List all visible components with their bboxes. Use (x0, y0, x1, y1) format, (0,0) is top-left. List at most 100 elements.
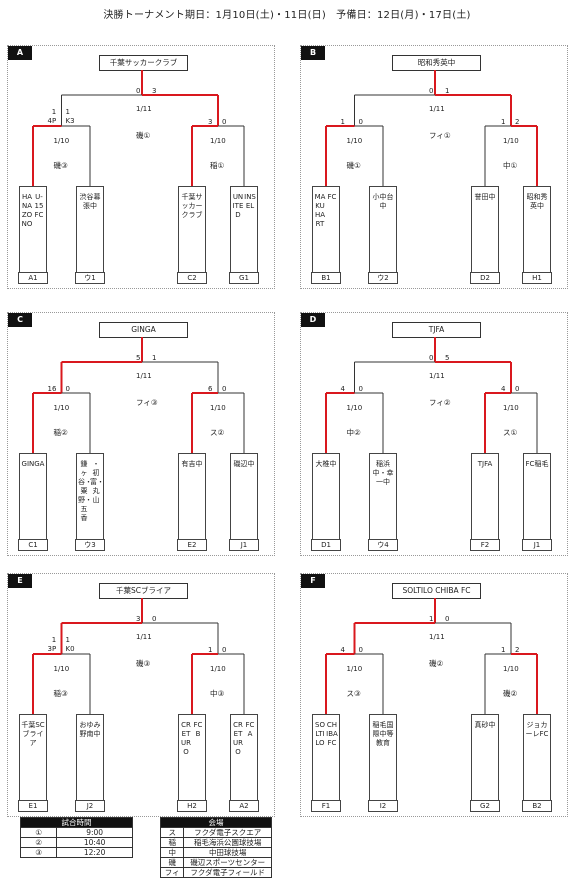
score: 3 (208, 118, 213, 126)
team-code: E2 (177, 539, 207, 551)
team-code: F1 (311, 800, 341, 812)
team-box: 真砂中 (471, 714, 499, 801)
score: 4 (340, 385, 345, 393)
block-tag: F (301, 574, 325, 588)
venue-table: 会場 スフクダ電子スクエア稲稲毛海浜公園球技場中中田球技場磯磯辺スポーツセンター… (159, 817, 272, 878)
team-box: 渋谷幕張中 (76, 186, 104, 273)
team-code: H1 (522, 272, 552, 284)
score: 1 (208, 646, 213, 654)
team-code: D2 (470, 272, 500, 284)
match-date: 1/10 (53, 137, 70, 145)
block-winner: GINGA (99, 322, 188, 338)
venue-row: スフクダ電子スクエア (159, 827, 272, 838)
match-venue: 磯① (346, 161, 361, 170)
team-code: ウ3 (75, 539, 105, 551)
team-name: UNITED (232, 193, 244, 219)
team-name: 磯辺中 (233, 460, 255, 468)
team-box: GINGA (19, 453, 47, 540)
block-tag: C (8, 313, 32, 327)
venue-value: 中田球技場 (183, 847, 272, 858)
score: 0 (358, 385, 363, 393)
venue-key: 稲 (159, 837, 185, 848)
bracket-svg (325, 70, 538, 186)
match-venue: 中③ (210, 689, 225, 698)
match-date: 1/10 (210, 404, 226, 412)
score: 0 (222, 118, 227, 126)
match-venue: 磯② (429, 659, 444, 668)
team-code: C1 (18, 539, 48, 551)
team-code: B1 (311, 272, 341, 284)
team-code: ウ2 (368, 272, 398, 284)
team-name: 真砂中 (474, 721, 496, 729)
team-code: G2 (470, 800, 500, 812)
team-code: G1 (229, 272, 259, 284)
score: 0 (429, 354, 434, 362)
team-name: 千葉SCブライア (21, 721, 45, 747)
team-name: ジョカーレFC (525, 721, 549, 738)
team-box: 誉田中 (471, 186, 499, 273)
team-name: 渋谷幕張中 (79, 193, 101, 210)
match-venue: 磯② (503, 689, 518, 698)
match-venue: ス② (210, 428, 225, 437)
team-box: TJFA (471, 453, 499, 540)
score: 0 (222, 385, 227, 393)
block-tag: A (8, 46, 32, 60)
match-venue: フィ② (429, 398, 451, 407)
match-date: 1/10 (503, 665, 519, 673)
team-code: ウ4 (368, 539, 398, 551)
block-tag: B (301, 46, 325, 60)
team-name: FC稲毛 (525, 460, 549, 468)
score: 1 K0 (65, 636, 75, 653)
match-date: 1/10 (346, 137, 363, 145)
team-name: 鎌ヶ谷・粟野・五香 (78, 460, 92, 522)
match-time-key: ① (19, 827, 58, 838)
score: 0 (358, 646, 363, 654)
team-name: 稲浜中・幸一中 (372, 460, 394, 486)
match-venue: 稲② (53, 428, 68, 437)
team-box: 大椎中 (312, 453, 340, 540)
score: 5 (136, 354, 141, 362)
team-code: ウ1 (75, 272, 105, 284)
match-date: 1/11 (136, 372, 152, 380)
team-code: H2 (177, 800, 207, 812)
score: 1 (340, 118, 345, 126)
match-venue: ス③ (346, 689, 361, 698)
team-code: C2 (177, 272, 207, 284)
team-name: CHIBA FC (326, 721, 338, 747)
venue-row: 磯磯辺スポーツセンター (159, 857, 272, 868)
match-date: 1/10 (210, 137, 226, 145)
team-box: おゆみ野南中 (76, 714, 104, 801)
team-name: FC A (245, 721, 255, 738)
venue-row: フィフクダ電子フィールド (159, 867, 272, 878)
team-name: 誉田中 (474, 193, 496, 201)
venue-row: 中中田球技場 (159, 847, 272, 858)
match-time-value: 9:00 (56, 827, 133, 838)
block-winner: 千葉SCブライア (99, 583, 188, 599)
team-name: CRETURO (181, 721, 191, 756)
team-name: CRETURO (233, 721, 243, 756)
team-box: 千葉SCブライア (19, 714, 47, 801)
team-box: 小中台中 (369, 186, 397, 273)
team-box: 千葉サッカークラブ (178, 186, 206, 273)
venue-key: フィ (159, 867, 185, 878)
match-date: 1/11 (136, 633, 152, 641)
score: 0 (515, 385, 520, 393)
team-name: FC (327, 193, 337, 201)
score: 3 (136, 615, 141, 623)
score: 1 3P (47, 636, 57, 653)
match-venue: 磯① (136, 131, 151, 140)
match-venue: 磯③ (53, 161, 68, 170)
venue-row: 稲稲毛海浜公園球技場 (159, 837, 272, 848)
venue-key: 磯 (159, 857, 185, 868)
score: 1 (501, 118, 506, 126)
match-date: 1/10 (346, 665, 363, 673)
